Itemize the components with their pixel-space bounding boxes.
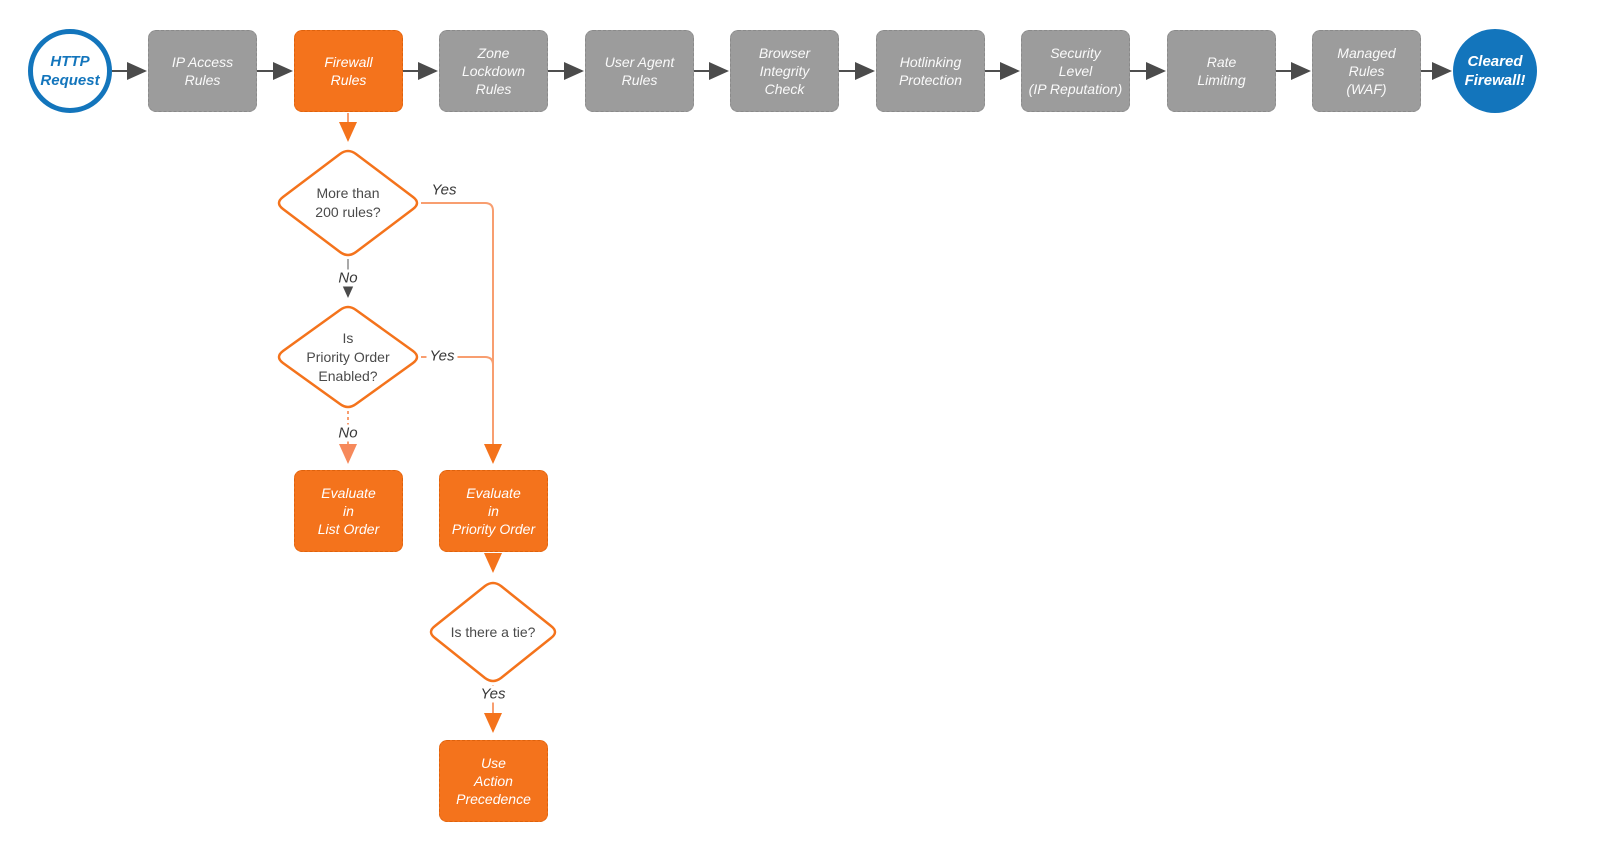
stage-zone-lockdown-rules: Zone Lockdown Rules [439, 30, 548, 112]
stage-managed-rules-waf: Managed Rules (WAF) [1312, 30, 1421, 112]
stage-firewall-rules-label: Firewall Rules [324, 54, 373, 88]
connector-d2-yes-join [421, 356, 494, 366]
stage-user-agent-rules-label: User Agent Rules [604, 54, 675, 88]
outcome-evaluate-priority-order: Evaluate in Priority Order [439, 470, 548, 552]
decision-more-than-200-rules-label: More than 200 rules? [315, 185, 381, 220]
node-http-request: HTTP Request [28, 29, 112, 113]
decision-priority-order-enabled-label: Is Priority Order Enabled? [306, 329, 390, 384]
stage-browser-integrity-check: Browser Integrity Check [730, 30, 839, 112]
stage-ip-access-rules-label: IP Access Rules [171, 54, 234, 88]
stage-security-level-label: Security Level (IP Reputation) [1028, 45, 1123, 97]
stage-security-level: Security Level (IP Reputation) [1021, 30, 1130, 112]
diamond-priority-order-enabled [277, 305, 419, 409]
stage-browser-integrity-check-label: Browser Integrity Check [758, 45, 811, 97]
diamond-more-than-200-rules [277, 149, 419, 257]
outcome-use-action-precedence: Use Action Precedence [439, 740, 548, 822]
stage-hotlinking-protection: Hotlinking Protection [876, 30, 985, 112]
edge-label-d1-yes: Yes [431, 181, 457, 199]
outcome-evaluate-list-order-label: Evaluate in List Order [317, 485, 380, 537]
stage-zone-lockdown-rules-label: Zone Lockdown Rules [461, 45, 526, 97]
connector-d1-yes-elbow [421, 202, 502, 464]
stage-rate-limiting: Rate Limiting [1167, 30, 1276, 112]
edge-label-d2-yes: Yes [426, 347, 458, 365]
outcome-use-action-precedence-label: Use Action Precedence [456, 755, 531, 807]
diamond-is-there-a-tie [429, 581, 557, 683]
stage-hotlinking-protection-label: Hotlinking Protection [898, 54, 963, 88]
stage-firewall-rules: Firewall Rules [294, 30, 403, 112]
stage-ip-access-rules: IP Access Rules [148, 30, 257, 112]
outcome-evaluate-list-order: Evaluate in List Order [294, 470, 403, 552]
node-http-request-label: HTTP Request [40, 53, 100, 89]
node-cleared-firewall-label: Cleared Firewall! [1464, 53, 1526, 89]
node-cleared-firewall: Cleared Firewall! [1453, 29, 1537, 113]
stage-user-agent-rules: User Agent Rules [585, 30, 694, 112]
decision-is-there-a-tie-label: Is there a tie? [450, 623, 536, 640]
edge-label-d3-yes: Yes [477, 685, 509, 703]
edge-label-d1-no: No [335, 269, 361, 287]
outcome-evaluate-priority-order-label: Evaluate in Priority Order [451, 485, 536, 537]
stage-rate-limiting-label: Rate Limiting [1197, 54, 1246, 88]
stage-managed-rules-waf-label: Managed Rules (WAF) [1337, 45, 1396, 97]
edge-label-d2-no: No [335, 424, 361, 442]
